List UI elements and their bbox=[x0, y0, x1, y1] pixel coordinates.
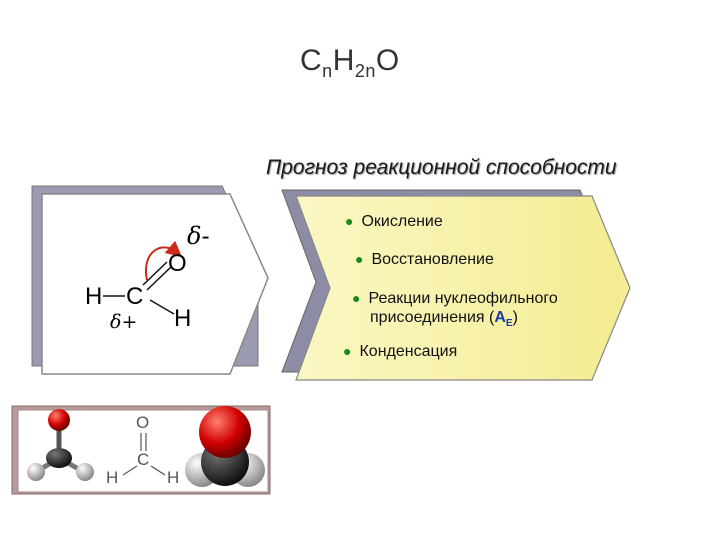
small-atom-oxygen: O bbox=[136, 413, 150, 432]
structural-formula-small bbox=[122, 433, 166, 476]
reactivity-panel bbox=[281, 189, 631, 381]
partial-negative-charge: δ- bbox=[187, 222, 210, 250]
small-atom-hydrogen-right: H bbox=[167, 468, 180, 487]
ball-and-stick-model bbox=[27, 409, 94, 481]
list-item: ●Реакции нуклеофильного присоединения (A… bbox=[352, 290, 558, 330]
list-item: ●Окисление bbox=[345, 213, 443, 230]
bullet-icon: ● bbox=[343, 343, 352, 359]
partial-positive-charge: δ+ bbox=[110, 311, 138, 333]
list-item: ●Восстановление bbox=[355, 251, 494, 268]
bullet-icon: ● bbox=[345, 213, 354, 229]
structure-card bbox=[31, 185, 269, 375]
symbol-ae: AE bbox=[494, 309, 513, 330]
page-title: CnH2nO bbox=[300, 44, 400, 81]
atom-oxygen: O bbox=[168, 250, 187, 277]
atom-hydrogen-left: H bbox=[85, 283, 103, 310]
bullet-icon: ● bbox=[352, 290, 361, 306]
atom-hydrogen-right: H bbox=[174, 305, 192, 332]
space-filling-model bbox=[185, 406, 265, 487]
small-atom-hydrogen-left: H bbox=[106, 468, 119, 487]
small-atom-carbon: C bbox=[137, 450, 150, 469]
list-item: ●Конденсация bbox=[343, 343, 458, 360]
section-subtitle: Прогноз реакционной способности bbox=[266, 156, 617, 179]
formaldehyde-structure bbox=[103, 261, 175, 315]
electron-shift-arrow bbox=[144, 240, 183, 281]
bullet-icon: ● bbox=[355, 251, 364, 267]
atom-carbon: C bbox=[126, 283, 144, 310]
